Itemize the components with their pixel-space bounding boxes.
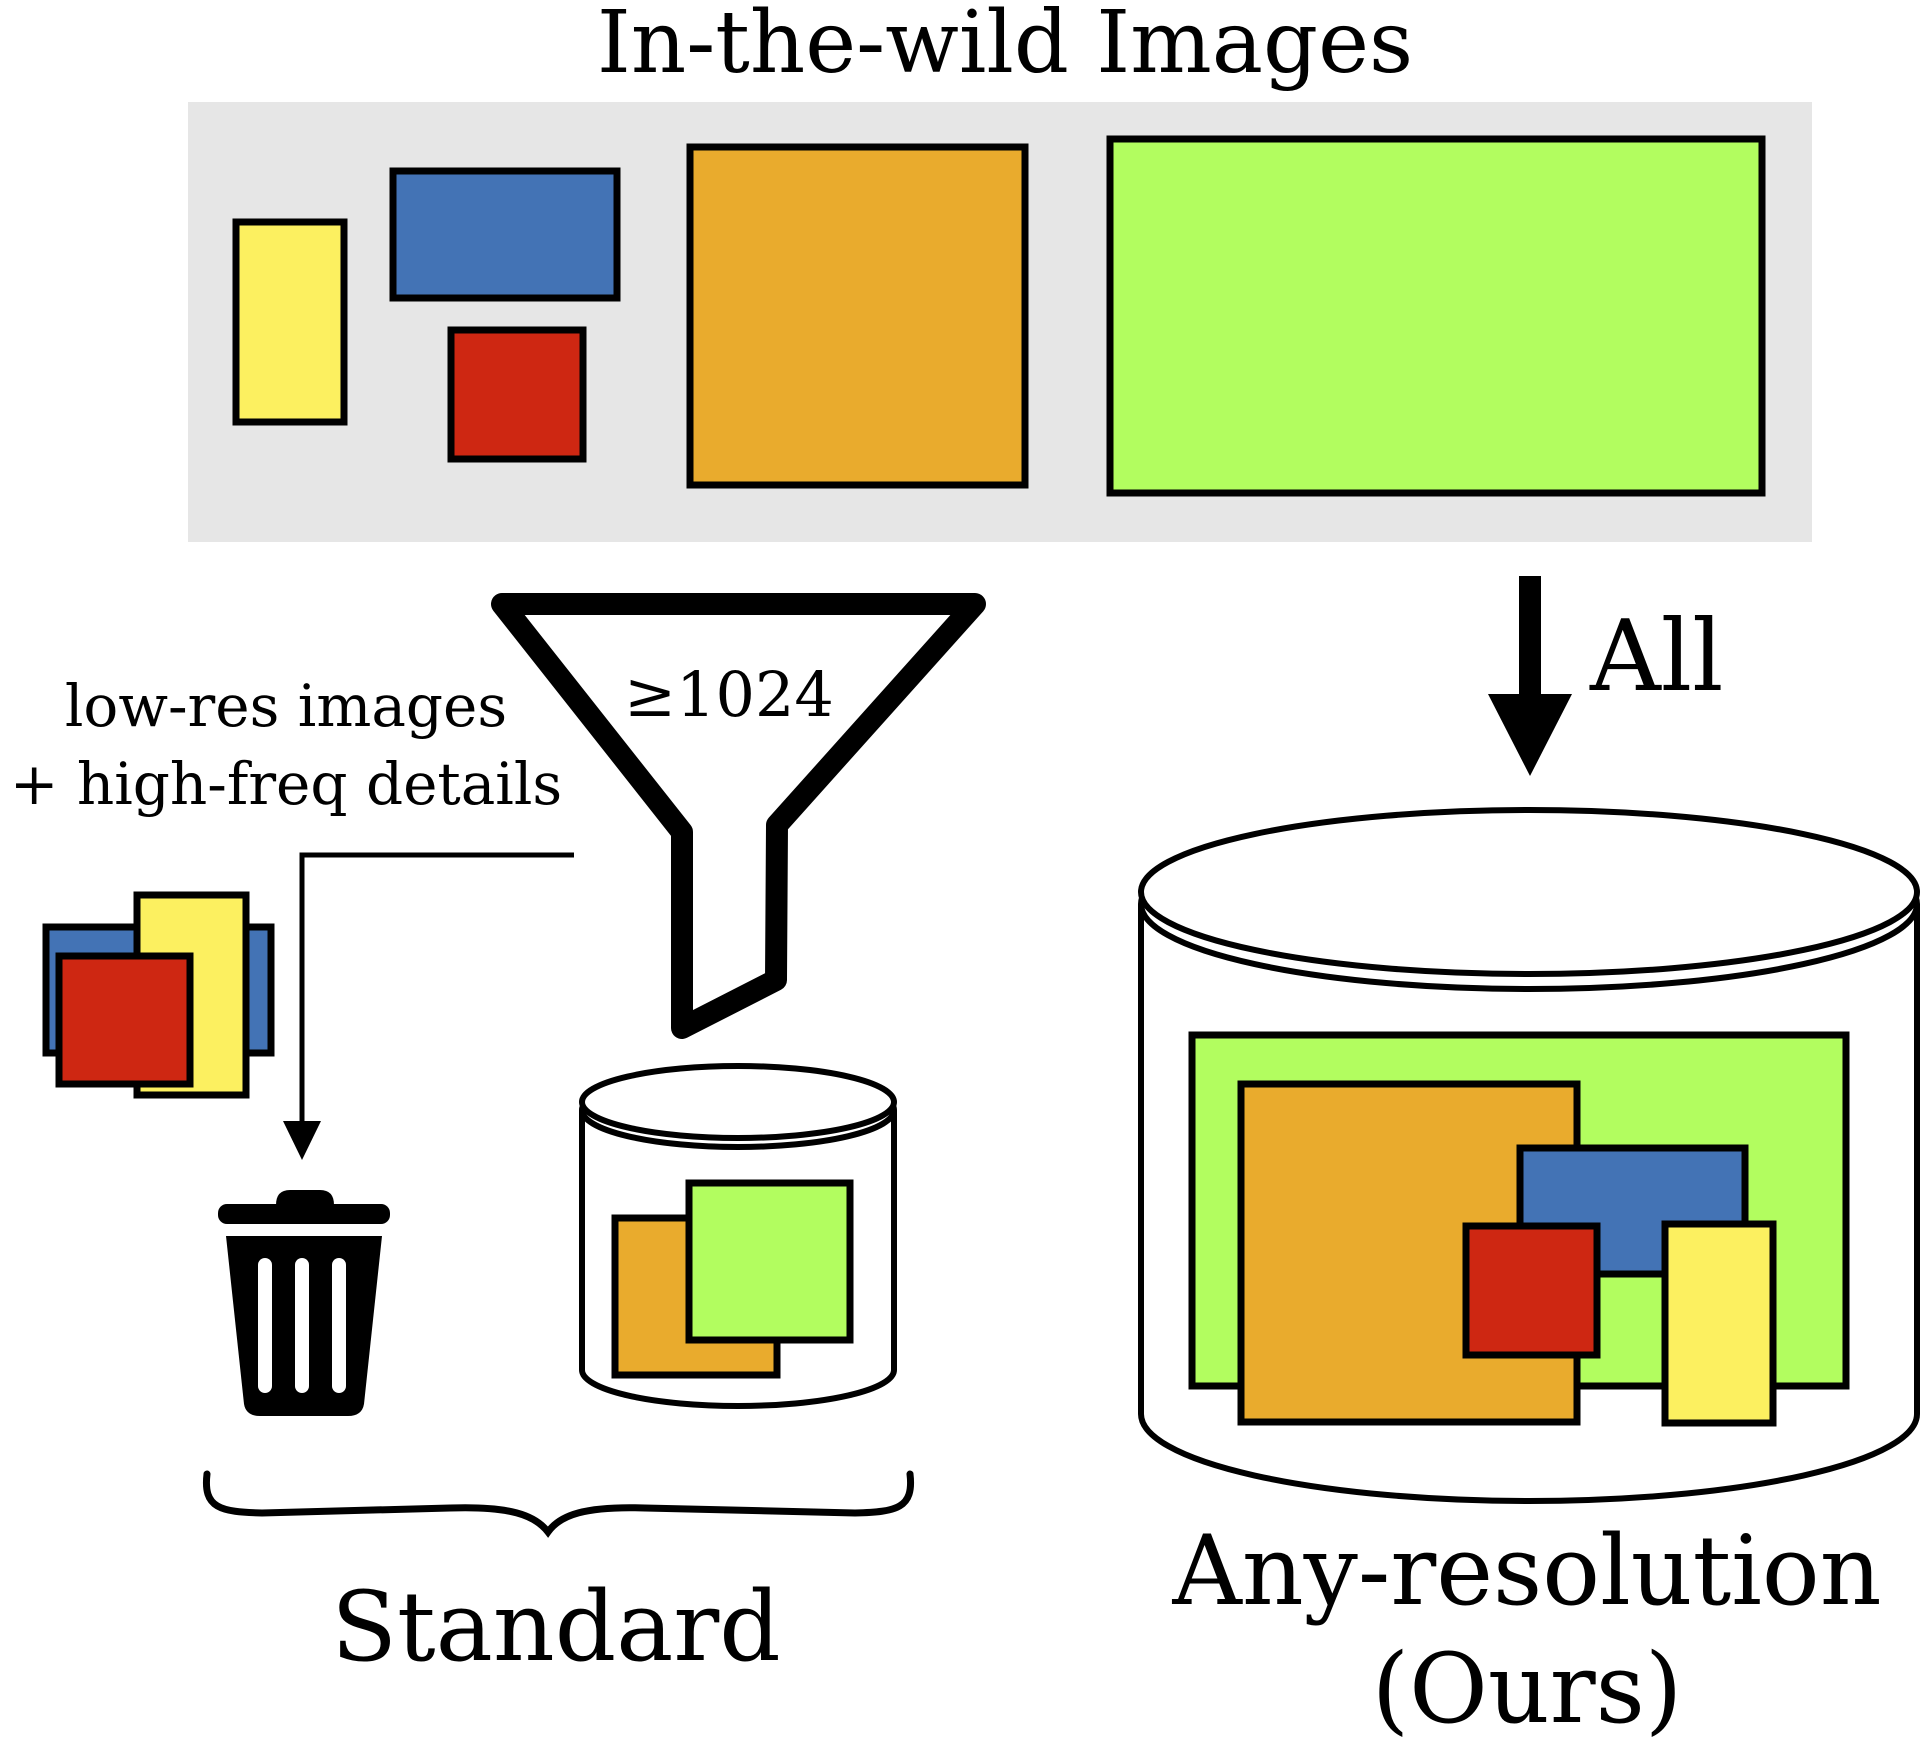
discarded-images-stack — [42, 891, 275, 1099]
down-arrow-icon — [1488, 576, 1572, 776]
image-blue-wide — [389, 167, 621, 302]
anyres-image-yellow — [1661, 1220, 1777, 1427]
filter-threshold-label: ≥1024 — [624, 658, 834, 731]
discard-arrow-head — [283, 1121, 321, 1160]
trash-can-icon — [218, 1190, 390, 1416]
wild-images-panel — [188, 102, 1812, 542]
anyres-label-line2: (Ours) — [1372, 1633, 1683, 1745]
curly-brace-icon — [202, 1470, 915, 1538]
funnel-icon: ≥1024 — [491, 593, 986, 1039]
discard-note-line2: + high-freq details — [10, 750, 562, 818]
discarded-red — [55, 952, 194, 1088]
diagram-title: In-the-wild Images — [597, 0, 1413, 93]
all-label: All — [1589, 600, 1723, 714]
anyres-image-red — [1462, 1222, 1601, 1359]
standard-label: Standard — [331, 1571, 780, 1683]
standard-database-cylinder-icon — [579, 1063, 897, 1409]
image-red-square — [447, 326, 587, 463]
discard-note-line1: low-res images — [65, 672, 507, 740]
standard-image-green — [685, 1179, 854, 1344]
anyres-database-cylinder-icon — [1138, 807, 1920, 1504]
image-orange-large — [686, 143, 1029, 489]
anyres-label-line1: Any-resolution — [1171, 1515, 1881, 1627]
image-green-wide — [1106, 135, 1766, 497]
image-yellow-tall — [232, 218, 348, 426]
discard-arrow — [283, 852, 574, 1160]
